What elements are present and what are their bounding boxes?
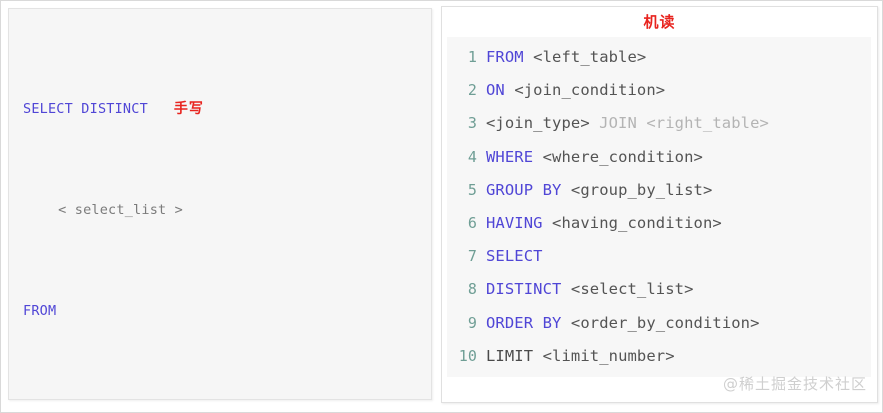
line-number: 8 [467,280,477,299]
space [561,314,570,332]
sql-placeholder: <group_by_list> [570,180,713,199]
handwritten-heading-label: 手写 [173,100,204,117]
line-number: 4 [467,147,477,166]
sql-placeholder: <select_list> [570,280,694,299]
code-line: 5 GROUP BY <group_by_list> [447,174,871,207]
sql-keyword: GROUP BY [486,180,562,199]
sql-placeholder: <having_condition> [552,213,722,232]
line-number: 5 [467,180,477,199]
sql-keyword: ON [486,81,505,100]
code-line: 8 DISTINCT <select_list> [447,273,871,306]
line-number: 1 [467,48,477,66]
line-number: 2 [467,81,477,100]
sql-keyword: FROM [23,303,57,320]
code-line: 7 SELECT [447,240,871,273]
line-number: 6 [467,213,477,232]
space [524,48,533,66]
machine-order-panel: 机读 1 FROM <left_table> 2 ON <join_conditio… [441,6,878,403]
sql-keyword: SELECT [486,247,543,266]
sql-keyword-join-tail: JOIN <right_table> [589,114,769,133]
code-line: < select_list > [23,198,431,223]
code-line: 1 FROM <left_table> [447,41,871,74]
sql-placeholder: <join_condition> [514,81,666,100]
space [561,181,570,199]
sql-placeholder: <left_table> [533,48,647,66]
sql-keyword: HAVING [486,213,543,232]
line-number: 9 [467,313,477,332]
line-number: 7 [467,247,477,266]
sql-keyword-limit: LIMIT [486,346,534,365]
code-line: FROM [23,299,431,324]
sql-placeholder: <limit_number> [542,346,675,365]
sql-placeholder: <where_condition> [542,147,703,166]
code-line: 9 ORDER BY <order_by_condition> [447,307,871,340]
line-number: 3 [467,114,477,133]
sql-keyword: DISTINCT [486,280,562,299]
sql-placeholder: <order_by_condition> [570,313,760,332]
space [533,148,542,166]
sql-keyword: WHERE [486,147,534,166]
space [505,81,514,99]
sql-keyword: ORDER BY [486,313,562,332]
code-line: 2 ON <join_condition> [447,74,871,107]
machine-read-heading-label: 机读 [643,13,676,31]
code-line: 10 LIMIT <limit_number> [447,340,871,373]
code-line: 6 HAVING <having_condition> [447,207,871,240]
sql-keyword: SELECT DISTINCT [23,100,148,117]
code-line: 4 WHERE <where_condition> [447,141,871,174]
machine-order-title-bar: 机读 [442,7,877,37]
code-line: SELECT DISTINCT 手写 [23,97,431,122]
site-watermark: @稀土掘金技术社区 [722,375,867,393]
sql-keyword: FROM [486,48,524,66]
space [561,280,570,298]
sql-placeholder: < select_list > [58,202,184,219]
space [533,347,542,365]
sql-placeholder: <join_type> [486,114,590,133]
line-number: 10 [458,346,477,365]
space [543,214,552,232]
code-line: 3 <join_type> JOIN <right_table> [447,107,871,140]
